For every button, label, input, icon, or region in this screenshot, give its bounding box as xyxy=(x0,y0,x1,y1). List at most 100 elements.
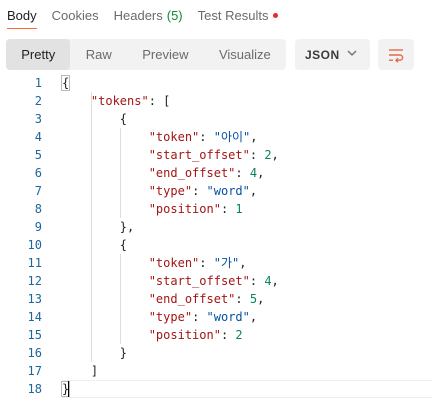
line-number: 16 xyxy=(27,346,42,360)
indent-guide xyxy=(91,92,92,362)
code-line: } xyxy=(60,380,432,398)
code-token: }, xyxy=(62,220,135,234)
response-tabs: Body Cookies Headers(5) Test Results xyxy=(0,0,432,30)
line-number: 18 xyxy=(27,382,42,396)
code-token: 2 xyxy=(264,148,272,162)
code-token: : xyxy=(192,310,207,324)
code-line: "end_offset": 5, xyxy=(62,290,432,308)
code-token xyxy=(62,202,149,216)
code-line: "position": 2 xyxy=(62,326,432,344)
code-token: 2 xyxy=(235,328,243,342)
current-line-highlight xyxy=(62,380,432,398)
code-token: "end_offset" xyxy=(148,292,236,306)
code-token: "type" xyxy=(148,184,193,198)
code-token: , xyxy=(271,148,279,162)
code-token: , xyxy=(271,274,279,288)
visualize-button[interactable]: Visualize xyxy=(218,47,271,62)
code-line: { xyxy=(60,74,432,92)
line-number: 4 xyxy=(34,130,42,144)
code-token xyxy=(62,94,91,108)
line-number: 10 xyxy=(27,238,42,252)
line-number: 12 xyxy=(27,274,42,288)
code-line: ] xyxy=(62,362,432,380)
wrap-lines-icon xyxy=(389,48,404,63)
raw-button[interactable]: Raw xyxy=(85,47,112,62)
line-number: 9 xyxy=(34,220,42,234)
code-token: "end_offset" xyxy=(148,166,236,180)
code-token: "word" xyxy=(206,310,250,324)
code-line: } xyxy=(62,344,432,362)
line-number: 2 xyxy=(34,94,42,108)
code-token: : xyxy=(235,292,250,306)
code-line: { xyxy=(62,110,432,128)
code-token: "position" xyxy=(148,328,221,342)
tab-cookies[interactable]: Cookies xyxy=(52,0,99,22)
code-line: "token": "아이", xyxy=(62,128,432,146)
indent-guide xyxy=(120,128,121,218)
code-token xyxy=(62,148,149,162)
code-token: { xyxy=(62,238,128,252)
matched-bracket: } xyxy=(60,381,71,397)
code-line: "position": 1 xyxy=(62,200,432,218)
wrap-lines-button[interactable] xyxy=(378,39,414,70)
code-token: "token" xyxy=(148,130,200,144)
line-number: 15 xyxy=(27,328,42,342)
code-token: : xyxy=(192,184,207,198)
text-cursor xyxy=(68,381,69,397)
code-token: "아이" xyxy=(213,130,251,144)
code-line: { xyxy=(62,236,432,254)
tab-headers[interactable]: Headers(5) xyxy=(114,0,183,22)
code-token: , xyxy=(249,184,258,198)
code-token: : xyxy=(220,202,236,216)
code-token: 1 xyxy=(235,202,243,216)
tab-cookies-label: Cookies xyxy=(51,8,99,23)
code-token xyxy=(62,166,149,180)
code-token xyxy=(62,184,149,198)
line-number: 6 xyxy=(34,166,42,180)
code-token: , xyxy=(249,310,258,324)
code-line: "token": "가", xyxy=(62,254,432,272)
code-token: } xyxy=(62,346,128,360)
code-token xyxy=(62,292,149,306)
code-token: : xyxy=(199,256,214,270)
code-token: "type" xyxy=(148,310,193,324)
tab-body[interactable]: Body xyxy=(7,0,37,29)
code-line: "type": "word", xyxy=(62,308,432,326)
code-token: "token" xyxy=(148,256,200,270)
code-lines: { "tokens": [ { "token": "아이", "start_of… xyxy=(60,74,432,398)
tab-body-label: Body xyxy=(7,8,37,23)
code-token: ] xyxy=(62,364,99,378)
tab-headers-label: Headers xyxy=(113,8,163,23)
code-token: "tokens" xyxy=(90,94,149,108)
code-line: "tokens": [ xyxy=(62,92,432,110)
line-number: 14 xyxy=(27,310,42,324)
preview-button[interactable]: Preview xyxy=(142,47,189,62)
code-token xyxy=(62,130,149,144)
code-token: : xyxy=(249,148,265,162)
tab-test-results[interactable]: Test Results xyxy=(198,0,279,22)
tab-test-results-label: Test Results xyxy=(197,8,269,23)
test-results-status-dot xyxy=(273,13,279,18)
code-token xyxy=(62,310,149,324)
code-token: 5 xyxy=(249,292,258,306)
line-number: 8 xyxy=(34,202,42,216)
matched-bracket: { xyxy=(60,75,71,91)
code-line: }, xyxy=(62,218,432,236)
code-token: 4 xyxy=(264,274,272,288)
code-token: "start_offset" xyxy=(148,274,250,288)
code-token: , xyxy=(257,166,265,180)
code-line: "start_offset": 2, xyxy=(62,146,432,164)
pretty-button[interactable]: Pretty xyxy=(6,39,71,70)
line-number: 13 xyxy=(27,292,42,306)
line-number: 1 xyxy=(34,76,42,90)
code-line: "end_offset": 4, xyxy=(62,164,432,182)
format-dropdown[interactable]: JSON xyxy=(295,39,370,70)
code-token: "가" xyxy=(213,256,240,270)
code-token: , xyxy=(257,292,265,306)
chevron-down-icon xyxy=(347,50,357,56)
code-token: : [ xyxy=(148,94,171,108)
indent-guide xyxy=(120,254,121,344)
code-token: 4 xyxy=(249,166,258,180)
